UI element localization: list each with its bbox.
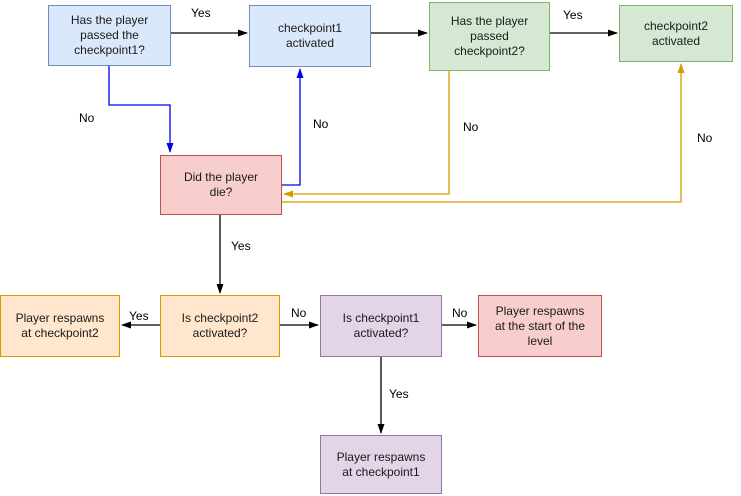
edge-label-yes: Yes (129, 309, 149, 323)
node-is-checkpoint1-activated: Is checkpoint1 activated? (320, 295, 442, 357)
node-checkpoint1-activated: checkpoint1 activated (249, 5, 371, 67)
edge-label-no: No (79, 111, 95, 125)
edge-label-no: No (291, 306, 307, 320)
node-label: Player respawns at checkpoint2 (15, 311, 105, 340)
node-player-respawns-at-start: Player respawns at the start of the leve… (478, 295, 602, 357)
node-has-player-passed-checkpoint1: Has the player passed the checkpoint1? (48, 5, 171, 66)
node-label: Has the player passed checkpoint2? (450, 14, 529, 58)
node-label: Did the player die? (183, 170, 259, 199)
node-did-the-player-die: Did the player die? (160, 155, 282, 215)
edge-label-yes: Yes (231, 239, 251, 253)
node-label: Player respawns at the start of the leve… (494, 303, 586, 348)
edge-no-passed2-to-die (283, 71, 450, 198)
edge-label-no: No (452, 306, 468, 320)
edge-no-die-to-activated1 (282, 68, 304, 186)
node-label: Player respawns at checkpoint1 (336, 449, 426, 479)
edge-label-yes: Yes (389, 387, 409, 401)
edge-no-die-to-activated2 (282, 63, 685, 203)
node-label: Is checkpoint1 activated? (342, 311, 420, 340)
edge-label-yes: Yes (563, 8, 583, 22)
edge-label-yes: Yes (191, 6, 211, 20)
node-label: Has the player passed the checkpoint1? (70, 13, 149, 57)
edge-label-no: No (313, 117, 329, 131)
node-has-player-passed-checkpoint2: Has the player passed checkpoint2? (429, 2, 550, 71)
edge-label-no: No (697, 131, 713, 145)
node-label: Is checkpoint2 activated? (181, 311, 259, 340)
edge-no-passed1-to-die (108, 66, 174, 153)
node-label: checkpoint1 activated (277, 21, 343, 50)
node-player-respawns-at-checkpoint1: Player respawns at checkpoint1 (320, 435, 442, 494)
node-is-checkpoint2-activated: Is checkpoint2 activated? (160, 295, 280, 357)
node-label: checkpoint2 activated (643, 18, 709, 48)
edge-label-no: No (463, 120, 479, 134)
node-player-respawns-at-checkpoint2: Player respawns at checkpoint2 (0, 295, 120, 357)
node-checkpoint2-activated: checkpoint2 activated (619, 5, 733, 62)
